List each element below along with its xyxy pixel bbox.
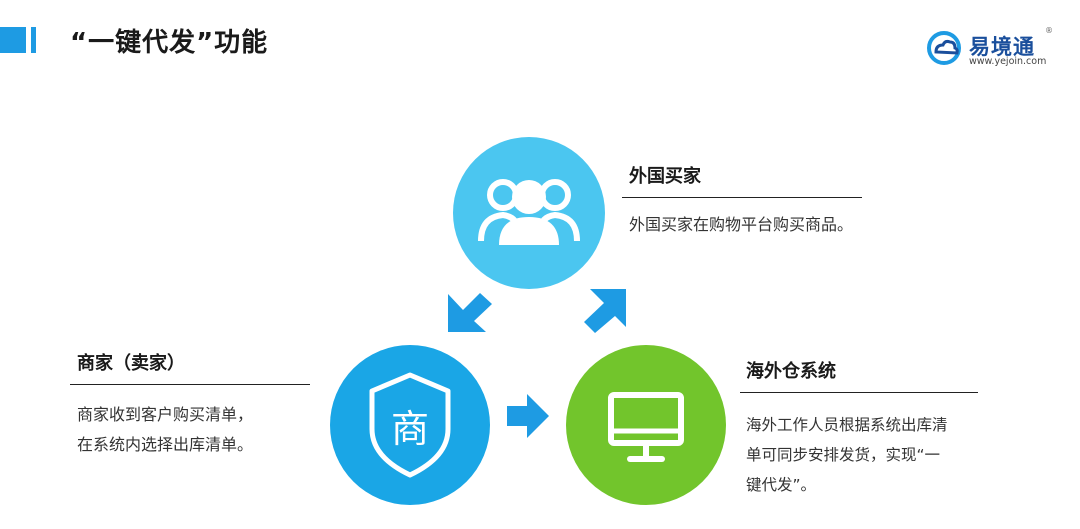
- overseas-divider: [740, 392, 978, 393]
- brand-logo: 易境通 www.yejoin.com ®: [925, 26, 1055, 68]
- arrow-down-left-icon: [448, 293, 492, 332]
- overseas-description: 海外工作人员根据系统出库清 单可同步安排发货，实现“一 键代发”。: [746, 410, 948, 500]
- page-title: “一键代发”功能: [70, 28, 269, 58]
- arrow-right-icon: [507, 394, 549, 438]
- monitor-icon: [608, 392, 684, 462]
- title-accent-stripe: [31, 27, 36, 53]
- overseas-description-line: 键代发”。: [746, 476, 817, 494]
- arrow-up-left-icon: [584, 289, 626, 333]
- seller-circle: 商: [330, 345, 490, 505]
- logo-url: www.yejoin.com: [969, 56, 1047, 67]
- overseas-circle: [566, 345, 726, 505]
- buyer-divider: [622, 197, 862, 198]
- seller-description: 商家收到客户购买清单， 在系统内选择出库清单。: [77, 400, 253, 460]
- buyer-heading: 外国买家: [629, 166, 701, 187]
- shield-icon: [369, 372, 451, 478]
- people-icon: [478, 179, 580, 245]
- cloud-logo-icon: [927, 31, 961, 65]
- seller-description-line: 在系统内选择出库清单。: [77, 435, 254, 454]
- logo-registered-mark: ®: [1045, 26, 1053, 35]
- buyer-description: 外国买家在购物平台购买商品。: [629, 215, 854, 234]
- logo-name: 易境通: [969, 35, 1035, 59]
- overseas-description-line: 海外工作人员根据系统出库清: [746, 416, 948, 434]
- seller-description-line: 商家收到客户购买清单，: [77, 405, 254, 424]
- seller-heading: 商家（卖家）: [77, 353, 185, 374]
- shield-glyph: 商: [390, 407, 429, 451]
- overseas-heading: 海外仓系统: [746, 361, 836, 382]
- title-accent-bar: [0, 27, 26, 53]
- overseas-description-line: 单可同步安排发货，实现“一: [746, 446, 941, 464]
- buyer-circle: [453, 137, 605, 289]
- seller-divider: [70, 384, 310, 385]
